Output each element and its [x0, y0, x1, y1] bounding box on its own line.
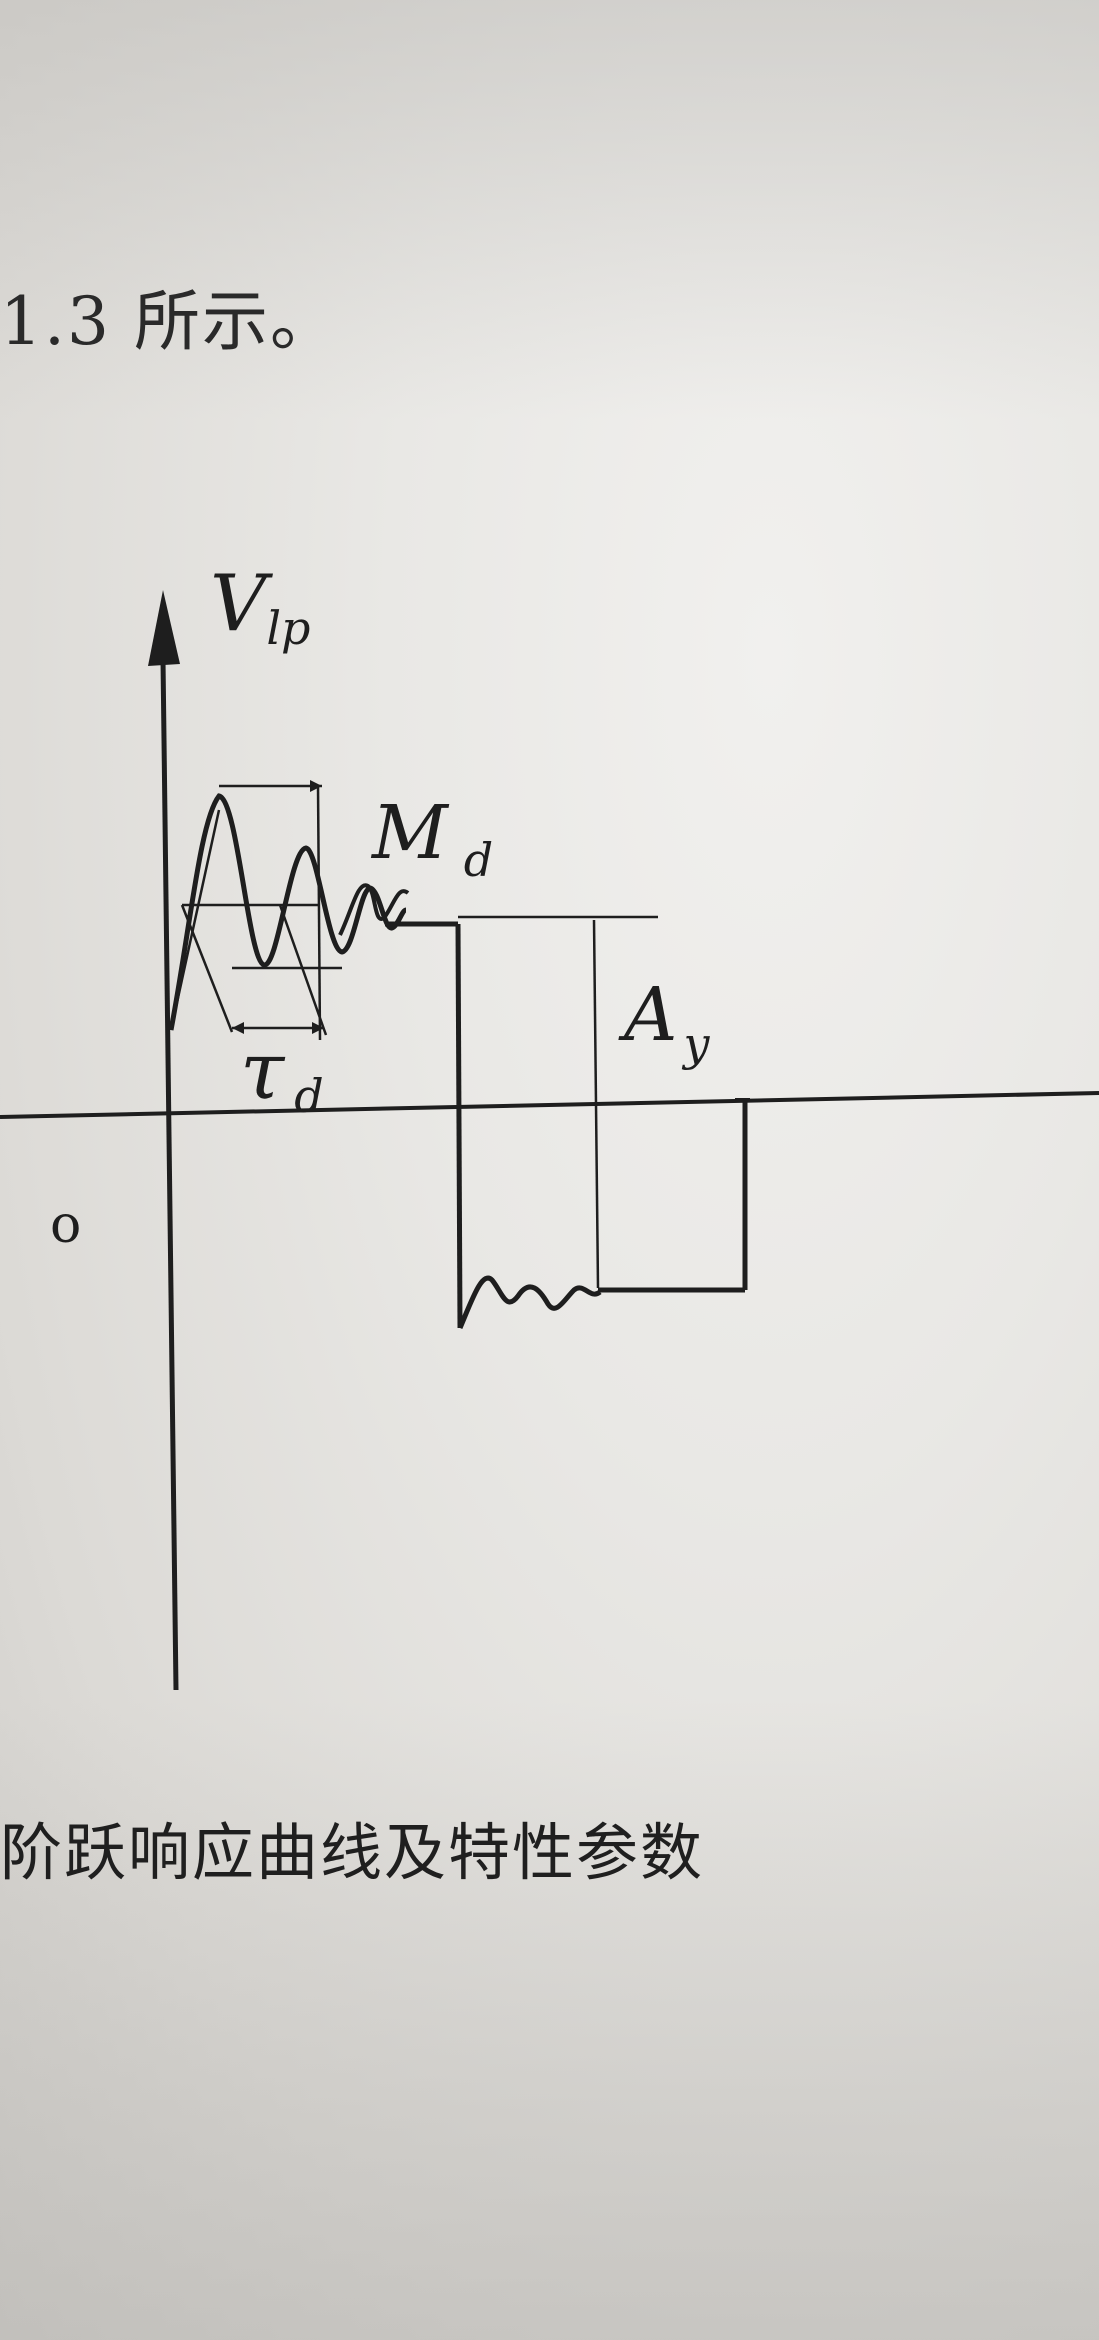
- step-down-edge: [455, 923, 463, 1329]
- overshoot-marker-arrow: [310, 780, 322, 792]
- damped-oscillation-curve: [168, 793, 408, 1031]
- trailing-oscillation: [338, 883, 410, 936]
- top-text-line: 1.3 所示。: [0, 283, 338, 360]
- rise-line: [169, 809, 221, 1031]
- top-shadow: [0, 0, 1099, 420]
- tau-right-line: [278, 904, 328, 1036]
- amplitude-dimension-line: [592, 919, 600, 1289]
- y-axis-arrowhead: [148, 590, 180, 666]
- tau-left-line: [180, 904, 234, 1033]
- y-axis-label: Vlp: [210, 559, 311, 655]
- tau-arrow-right: [312, 1022, 324, 1034]
- low-level-ripple: [457, 1275, 602, 1329]
- overshoot-vertical-line: [316, 785, 322, 1041]
- figure-caption: 阶跃响应曲线及特性参数: [0, 1816, 705, 1889]
- x-axis: [0, 1091, 1099, 1119]
- tau-arrow-left: [232, 1022, 244, 1034]
- y-axis: [160, 659, 179, 1691]
- bottom-shadow: [0, 1700, 1099, 2340]
- origin-label: o: [50, 1195, 81, 1255]
